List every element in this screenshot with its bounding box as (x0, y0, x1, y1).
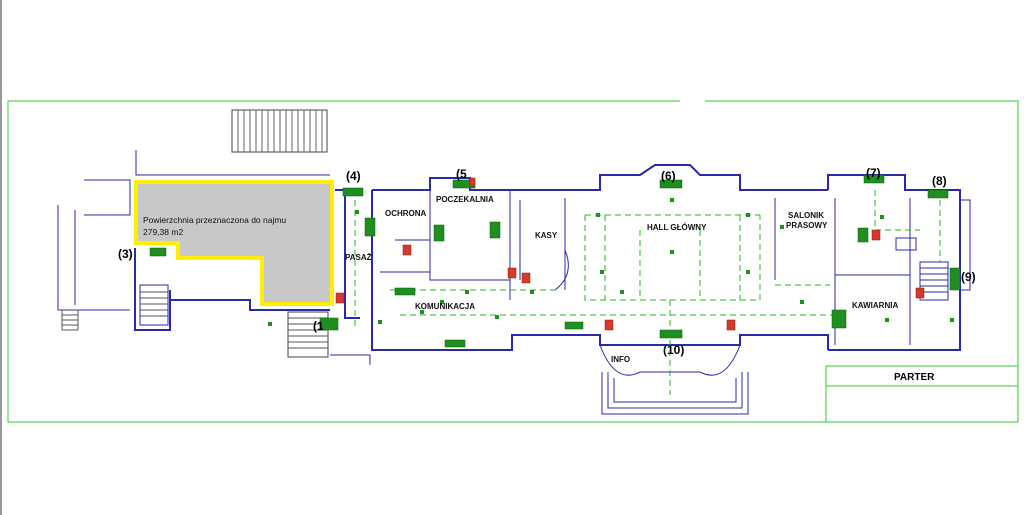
exit-sign (364, 217, 376, 237)
marker-5: (5 (456, 167, 467, 181)
left-wing-walls (57, 150, 360, 331)
marker-7: (7) (866, 166, 881, 180)
extinguisher (521, 272, 531, 284)
exit-sign (863, 174, 885, 184)
marker-4: (4) (346, 169, 361, 183)
exit-sign (831, 309, 847, 329)
room-salonik-line2: PRASOWY (786, 221, 828, 230)
extinguisher (402, 244, 412, 256)
marker-8: (8) (932, 174, 947, 188)
exit-sign (149, 247, 167, 257)
exit-markers: (3) (4) (5 (6) (7) (8) (9) (10) (1 (118, 166, 976, 357)
exit-sign (394, 287, 416, 296)
extinguisher (915, 287, 925, 299)
main-building-walls (371, 164, 971, 351)
emergency-lights (268, 198, 954, 326)
marker-10: (10) (663, 343, 684, 357)
room-salonik-line1: SALONIK (788, 211, 824, 220)
evacuation-routes (354, 190, 941, 395)
rental-area-size: 279,38 m2 (143, 227, 183, 237)
outer-frame (7, 100, 1019, 423)
exit-sign (564, 321, 584, 330)
rental-area-label: Powierzchnia przeznaczona do najmu (143, 215, 286, 225)
room-hall: HALL GŁÓWNY (647, 223, 707, 232)
room-kawiarnia: KAWIARNIA (852, 301, 898, 310)
extinguisher (507, 267, 517, 279)
exit-signs (149, 174, 961, 348)
exit-sign (949, 267, 961, 291)
marker-1: (1 (313, 319, 324, 333)
marker-3: (3) (118, 247, 133, 261)
room-kasy: KASY (535, 231, 558, 240)
exit-sign (927, 189, 949, 199)
fire-extinguishers (335, 177, 925, 331)
title-block-title: PARTER (894, 372, 935, 383)
exit-sign (433, 224, 445, 242)
extinguisher (726, 319, 736, 331)
room-poczekalnia: POCZEKALNIA (436, 195, 494, 204)
room-labels: OCHRONA POCZEKALNIA KASY HALL GŁÓWNY SAL… (345, 195, 898, 364)
exit-sign (342, 187, 364, 197)
room-info: INFO (611, 355, 630, 364)
exit-sign (659, 329, 683, 339)
extinguisher (469, 177, 476, 187)
room-pasaz: PASAŻ (345, 253, 372, 262)
room-ochrona: OCHRONA (385, 209, 427, 218)
extinguisher (335, 292, 345, 304)
exit-sign (489, 221, 501, 239)
rental-area-polygon (134, 180, 334, 306)
top-stair-block (231, 109, 328, 153)
room-komunikacja: KOMUNIKACJA (415, 302, 475, 311)
marker-9: (9) (961, 270, 976, 284)
exit-sign (857, 227, 869, 243)
rental-area: Powierzchnia przeznaczona do najmu 279,3… (134, 180, 334, 306)
exit-sign (319, 317, 339, 331)
extinguisher (871, 229, 881, 241)
entrance-porch (599, 344, 749, 415)
extinguisher (604, 319, 614, 331)
exit-sign (444, 339, 466, 348)
marker-6: (6) (661, 169, 676, 183)
exit-sign (659, 179, 683, 189)
title-block: PARTER (825, 365, 1019, 423)
